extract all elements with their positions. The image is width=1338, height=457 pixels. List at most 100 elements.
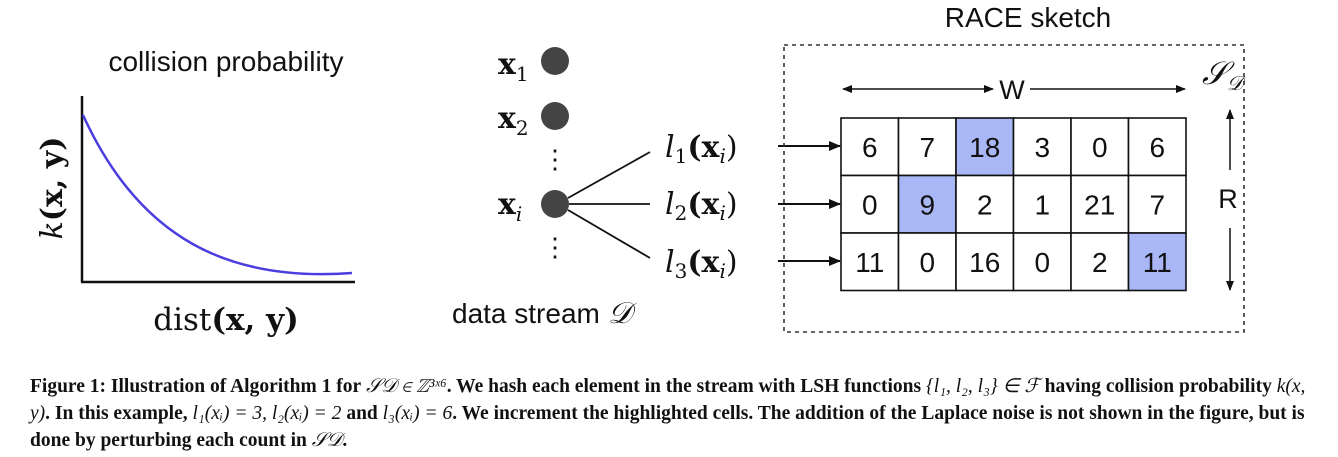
figure-caption: Figure 1: Illustration of Algorithm 1 fo…	[30, 373, 1320, 454]
stream-point-i-sub: i	[516, 202, 522, 226]
stream-symbol: 𝒟	[608, 296, 637, 331]
y-axis-label: k(x, y)	[35, 137, 70, 240]
sketch-cell-r2-c2	[955, 232, 1015, 292]
sketch-cell-value-r2-c5: 11	[1143, 247, 1172, 278]
sketch-cell-value-r0-c4: 0	[1092, 132, 1108, 163]
hash-functions: l1(xi) l2(xi) l3(xi)	[665, 130, 841, 283]
caption-sentence-4: . In this example,	[45, 403, 188, 424]
y-axis-label-func: k	[35, 221, 70, 239]
caption-sentence-7: .	[342, 430, 348, 451]
sketch-cell-r2-c1	[897, 232, 957, 292]
hash-line-1	[567, 151, 651, 199]
sketch-cell-value-r1-c4: 21	[1084, 189, 1115, 220]
sketch-symbol-sub: 𝒟	[1227, 71, 1247, 95]
collision-curve	[81, 114, 353, 276]
hash-fn-3-sub: 3	[675, 259, 688, 283]
caption-math-1: 𝒮𝒟 ∈ ℤ³ˣ⁶	[366, 376, 447, 397]
sketch-cell-value-r2-c0: 11	[855, 247, 884, 278]
rows-label: R	[1218, 184, 1238, 214]
sketch-title: RACE sketch	[945, 2, 1112, 33]
hash-fn-2-close: )	[726, 187, 738, 222]
stream-label-text: data stream	[452, 298, 600, 329]
caption-sentence-6: . We increment the highlighted cells. Th…	[30, 403, 1305, 451]
width-label: W	[999, 75, 1025, 105]
hash-fn-3-close: )	[726, 245, 738, 280]
hash-fn-3: l3(xi)	[665, 245, 738, 283]
hash-fn-1-close: )	[726, 130, 738, 165]
stream-point-2-sub: 2	[516, 116, 529, 140]
sketch-cell-value-r0-c2: 18	[969, 132, 1000, 163]
sketch-cell-r0-c2	[955, 117, 1015, 177]
stream-label: data stream 𝒟	[452, 296, 637, 331]
sketch-cell-value-r0-c0: 6	[862, 132, 878, 163]
sketch-cell-value-r0-c1: 7	[919, 132, 935, 163]
sketch-cell-r2-c4	[1070, 232, 1130, 292]
sketch-cell-value-r2-c3: 0	[1034, 247, 1050, 278]
caption-math-5: l₃(xᵢ) = 6	[382, 403, 453, 424]
sketch-cell-value-r1-c5: 7	[1149, 189, 1165, 220]
hash-fn-3-arg: (x	[687, 245, 720, 280]
hash-fn-3-argsub: i	[719, 259, 725, 283]
hash-fn-3-name: l	[665, 245, 675, 280]
hash-fn-1-argsub: i	[719, 144, 725, 168]
stream-point-label-2: x2	[498, 101, 529, 140]
plot-title: collision probability	[108, 46, 343, 77]
y-axis-label-args: (x, y)	[35, 137, 70, 222]
stream-ellipsis-upper: ⋮	[542, 145, 568, 175]
sketch-cell-value-r0-c5: 6	[1149, 132, 1165, 163]
x-axis-label: dist(x, y)	[153, 302, 299, 338]
x-axis-label-args: (x, y)	[211, 302, 298, 338]
stream-point-2	[541, 102, 569, 130]
caption-sentence-5: and	[346, 403, 378, 424]
hash-fn-2-name: l	[665, 187, 675, 222]
stream-point-label-1: x1	[498, 47, 529, 86]
stream-point-label-i: xi	[498, 187, 522, 226]
stream-point-i-base: x	[498, 187, 517, 222]
caption-math-3: k(x, y)	[30, 376, 1306, 424]
algorithm-figure: collision probability k(x, y) dist(x, y)…	[35, 2, 1247, 338]
hash-fn-1-sub: 1	[675, 144, 688, 168]
sketch-cell-value-r2-c1: 0	[919, 247, 935, 278]
collision-probability-plot: collision probability k(x, y) dist(x, y)	[35, 46, 355, 338]
hash-fn-2-argsub: i	[719, 201, 725, 225]
sketch-cell-r0-c0	[840, 117, 900, 177]
stream-point-1-sub: 1	[516, 62, 529, 86]
hash-fn-1-name: l	[665, 130, 675, 165]
caption-figure-number: Figure 1:	[30, 376, 107, 397]
hash-fn-1: l1(xi)	[665, 130, 738, 168]
sketch-boundary	[783, 44, 1245, 333]
sketch-cell-value-r1-c3: 1	[1034, 189, 1050, 220]
caption-math-6: 𝒮𝒟	[311, 430, 343, 451]
caption-sentence-1: Illustration of Algorithm 1 for	[110, 376, 362, 397]
sketch-cell-value-r2-c4: 2	[1092, 247, 1108, 278]
sketch-cell-r2-c0	[840, 232, 900, 292]
caption-math-2: {l₁, l₂, l₃} ∈ ℱ	[925, 376, 1040, 397]
sketch-symbol: 𝒮𝒟	[1202, 54, 1247, 95]
hash-line-3	[567, 209, 651, 259]
stream-point-2-base: x	[498, 101, 517, 136]
sketch-cell-value-r1-c2: 2	[977, 189, 993, 220]
hash-fn-1-arg: (x	[687, 130, 720, 165]
caption-sentence-2: . We hash each element in the stream wit…	[446, 376, 922, 397]
sketch-cell-value-r1-c1: 9	[919, 189, 935, 220]
sketch-cell-r2-c3	[1012, 232, 1072, 292]
stream-point-i	[541, 190, 569, 218]
hash-fn-2-sub: 2	[675, 201, 688, 225]
hash-fn-2-arg: (x	[687, 187, 720, 222]
stream-ellipsis-lower: ⋮	[542, 233, 568, 263]
sketch-cell-value-r1-c0: 0	[862, 189, 878, 220]
sketch-cell-r0-c5	[1127, 117, 1187, 177]
caption-sentence-3: having collision probability	[1044, 376, 1272, 397]
x-axis-label-func: dist	[153, 302, 212, 338]
stream-point-1	[541, 47, 569, 75]
hash-fn-2: l2(xi)	[665, 187, 738, 225]
stream-point-1-base: x	[498, 47, 517, 82]
sketch-cell-r2-c5	[1127, 232, 1187, 292]
caption-math-4: l₁(xᵢ) = 3, l₂(xᵢ) = 2	[192, 403, 342, 424]
sketch-cell-r1-c2	[955, 174, 1015, 234]
sketch-cell-value-r0-c3: 3	[1034, 132, 1050, 163]
sketch-cell-value-r2-c2: 16	[969, 247, 1000, 278]
